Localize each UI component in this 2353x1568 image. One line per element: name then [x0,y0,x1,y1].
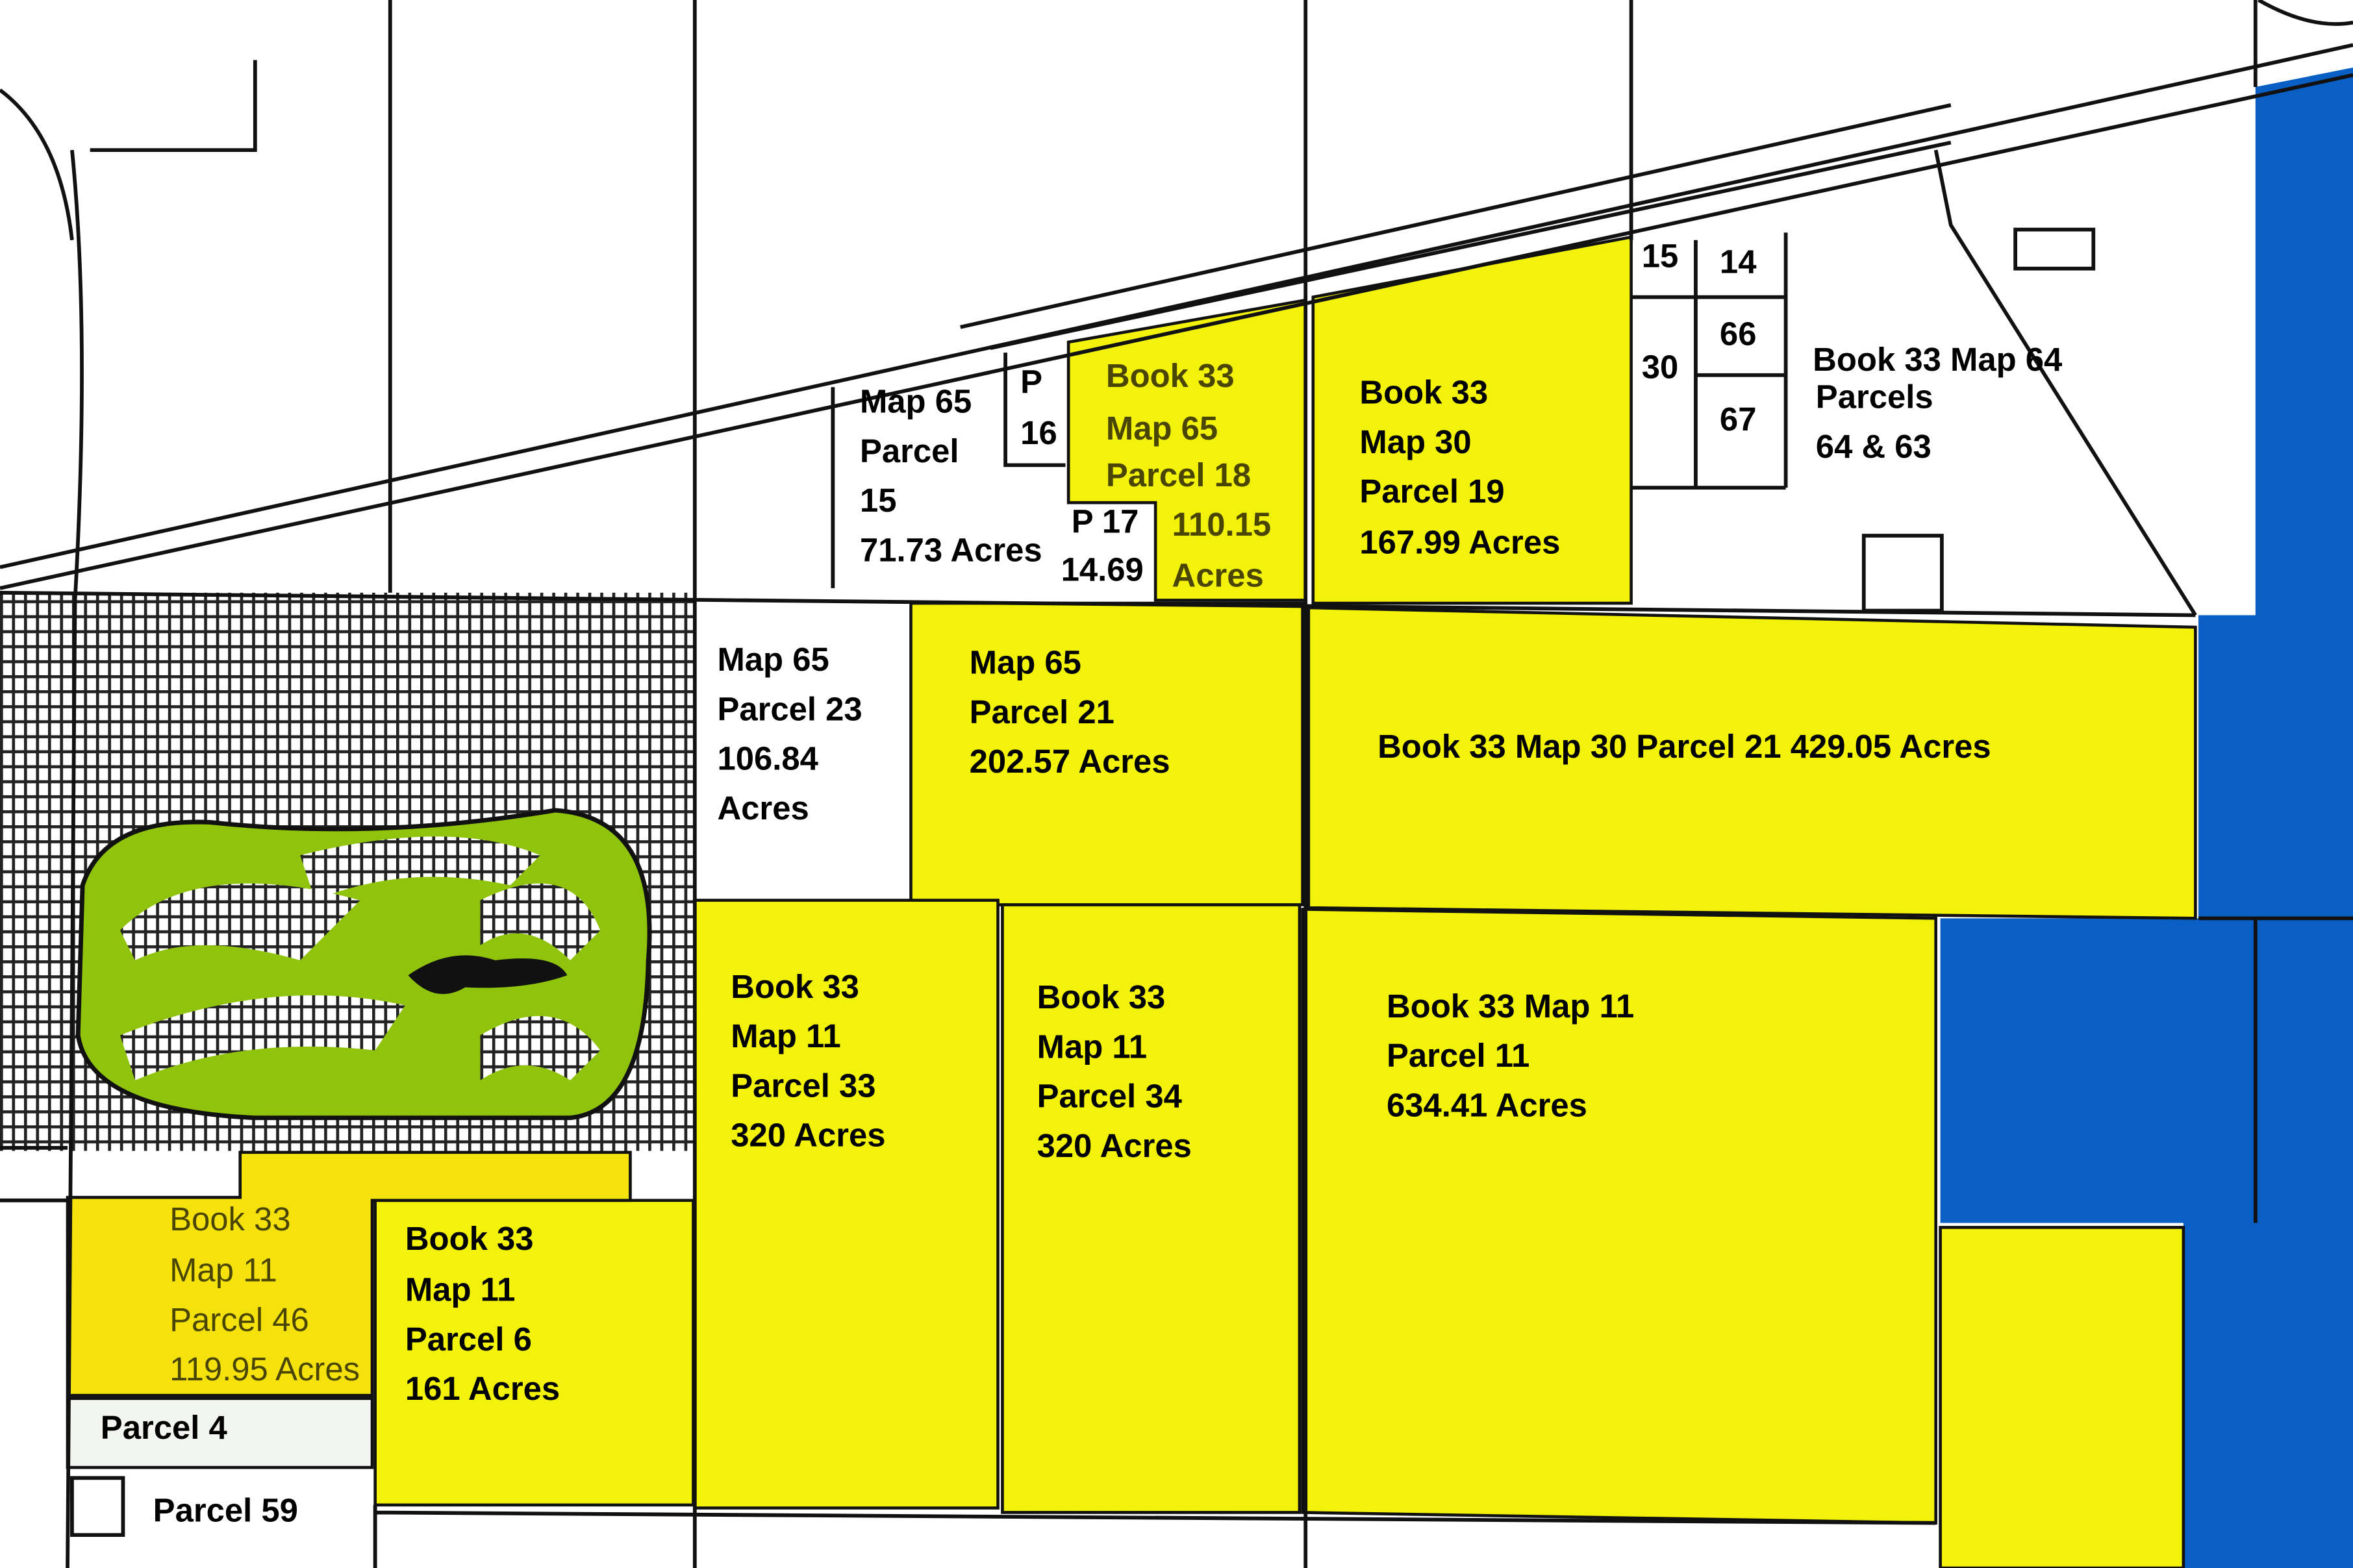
golf-course-lots [120,836,601,1080]
label-small-30: 30 [1642,348,1679,385]
label-small-15: 15 [1642,237,1679,274]
label-parcel-59: Parcel 59 [153,1491,298,1528]
parcel-map11-34[interactable] [1001,903,1302,1514]
parcel-map30-21[interactable] [1307,606,2197,920]
label-small-67: 67 [1720,401,1757,438]
label-small-66: 66 [1720,316,1757,353]
label-small-14: 14 [1720,243,1757,280]
pond [408,955,568,995]
label-parcel-4: Parcel 4 [101,1409,227,1446]
parcel-map11-46[interactable] [66,1151,632,1397]
parcel-lower-right[interactable] [1939,1226,2185,1568]
blue-area [1940,67,2353,1568]
label-map30-21: Book 33 Map 30 Parcel 21 429.05 Acres [1378,728,1991,765]
